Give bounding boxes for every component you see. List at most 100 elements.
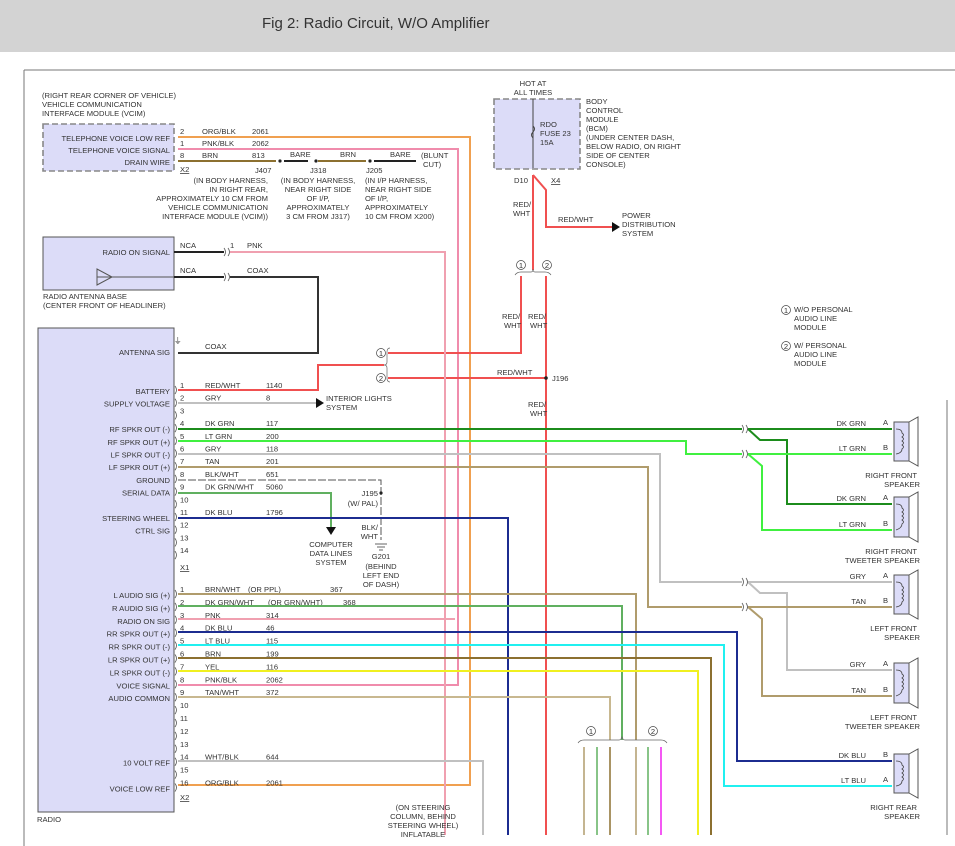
speaker-wire-b: LT GRN xyxy=(839,444,866,453)
wire-red-wht-opt1[interactable] xyxy=(388,276,522,354)
wire-tan-wht-372[interactable] xyxy=(178,696,611,740)
legend-1-number: 1 xyxy=(784,306,788,315)
wire-lt-blu-115[interactable] xyxy=(178,644,742,787)
circuit-number: 644 xyxy=(266,753,279,762)
wire-yel-116[interactable] xyxy=(178,670,699,835)
wire-red-wht-1140[interactable] xyxy=(178,364,384,391)
splice-id: J195 xyxy=(362,489,378,498)
wire-label-bare: BARE xyxy=(390,150,411,159)
wire-dk-grn-wht-5060[interactable] xyxy=(178,492,332,527)
wire-brn-wht-367[interactable] xyxy=(178,593,637,740)
coil-icon xyxy=(895,503,904,531)
svg-text:NEAR RIGHT SIDE: NEAR RIGHT SIDE xyxy=(285,185,352,194)
svg-text:INTERFACE MODULE (VCIM)): INTERFACE MODULE (VCIM)) xyxy=(162,212,268,221)
wire-pnk-radio-on[interactable] xyxy=(230,251,446,835)
wire-wht-blk-644[interactable] xyxy=(178,760,484,835)
pin-connector-icon xyxy=(174,680,177,689)
connector-icon xyxy=(741,577,748,587)
pin-connector-icon xyxy=(174,641,177,650)
wire-label: RED/ xyxy=(528,312,547,321)
x2-pin-number: 11 xyxy=(180,714,188,723)
vcim-pin-number: 8 xyxy=(180,151,184,160)
speaker-body xyxy=(893,662,910,704)
computer-data-label: DATA LINES xyxy=(310,549,353,558)
svg-text:(IN BODY HARNESS,: (IN BODY HARNESS, xyxy=(193,176,268,185)
connector-icon xyxy=(741,424,748,434)
wire-blk-wht-651[interactable] xyxy=(178,479,382,540)
circuit-number: 200 xyxy=(266,432,279,441)
wire-red-wht-power[interactable] xyxy=(532,174,612,228)
speaker-wire-a: GRY xyxy=(850,660,866,669)
coil-icon xyxy=(895,760,904,787)
speaker-pin: B xyxy=(883,519,888,528)
connector-pin: 1 xyxy=(230,241,234,250)
svg-text:(IN BODY HARNESS,: (IN BODY HARNESS, xyxy=(281,176,356,185)
x2-pin-label: RR SPKR OUT (-) xyxy=(109,643,171,652)
j407-description: (IN BODY HARNESS, IN RIGHT REAR, APPROXI… xyxy=(156,176,268,221)
wire-dk-blu-46[interactable] xyxy=(178,631,742,762)
wire-color: GRY xyxy=(205,445,221,454)
wire-org-blk-2061[interactable] xyxy=(178,136,471,786)
x2-pin-number: 16 xyxy=(180,779,188,788)
antenna-sig-label: ANTENNA SIG xyxy=(119,348,170,357)
svg-text:APPROXIMATELY: APPROXIMATELY xyxy=(365,203,428,212)
svg-text:STEERING WHEEL): STEERING WHEEL) xyxy=(388,821,459,830)
vcim-location: (RIGHT REAR CORNER OF VEHICLE) xyxy=(42,91,177,100)
speaker-name: TWEETER SPEAKER xyxy=(845,556,921,565)
pin-connector-icon xyxy=(174,500,177,509)
circuit-number: 201 xyxy=(266,457,279,466)
x2-pin-number: 8 xyxy=(180,675,184,684)
splice-note: (W/ PAL) xyxy=(348,499,379,508)
wire-color: BRN/WHT xyxy=(205,585,241,594)
wire-lt-grn-200[interactable] xyxy=(178,440,742,455)
computer-data-label: SYSTEM xyxy=(315,558,346,567)
speaker-cone-icon xyxy=(908,569,919,620)
wire-pnk-blk-2062[interactable] xyxy=(178,148,459,686)
splice-id: J318 xyxy=(310,166,326,175)
fuse-icon xyxy=(531,125,535,139)
pin-connector-icon xyxy=(174,589,177,599)
wire-color: BRN xyxy=(205,650,221,659)
circuit-number: 2061 xyxy=(266,779,283,788)
wire-brn-199[interactable] xyxy=(178,657,712,835)
pin-connector-icon xyxy=(174,436,177,446)
blunt-cut-label: CUT) xyxy=(423,160,442,169)
connector-x1: X1 xyxy=(180,563,189,572)
wire-gry-tweeter[interactable] xyxy=(747,581,892,671)
speaker-body xyxy=(893,574,910,615)
radio-module xyxy=(37,327,175,813)
x1-pin-number: 1 xyxy=(180,381,184,390)
wire-coax[interactable] xyxy=(178,276,319,354)
wire-tan-tweeter[interactable] xyxy=(747,606,892,697)
wire-dk-grn-tweeter[interactable] xyxy=(747,428,892,505)
wire-dk-grn-wht-368[interactable] xyxy=(178,605,623,740)
svg-text:INFLATABLE: INFLATABLE xyxy=(401,830,445,839)
wire-color: PNK/BLK xyxy=(205,675,237,684)
wire-tan-201[interactable] xyxy=(178,466,742,608)
wire-color: DK BLU xyxy=(205,508,232,517)
speaker-name: LEFT FRONT xyxy=(870,624,917,633)
wire-color: RED/WHT xyxy=(205,381,241,390)
pin-connector-icon xyxy=(174,628,177,637)
arrow-icon xyxy=(612,222,620,232)
x2-pin-number: 7 xyxy=(180,662,184,671)
speaker-pin: B xyxy=(883,443,888,452)
wire-gry-118[interactable] xyxy=(178,453,742,583)
vcim-pin-number: 2 xyxy=(180,127,184,136)
svg-text:(UNDER CENTER DASH,: (UNDER CENTER DASH, xyxy=(586,133,674,142)
svg-text:OF I/P,: OF I/P, xyxy=(365,194,388,203)
speaker-name: SPEAKER xyxy=(884,633,920,642)
legend-2: W/ PERSONAL AUDIO LINE MODULE xyxy=(794,341,847,368)
pin-connector-icon xyxy=(174,525,177,534)
vcim-module xyxy=(42,123,175,172)
x1-pin-number: 4 xyxy=(180,419,184,428)
wire-lt-grn-tweeter[interactable] xyxy=(747,453,892,531)
svg-text:BELOW RADIO, ON RIGHT: BELOW RADIO, ON RIGHT xyxy=(586,142,681,151)
wire-label: WHT xyxy=(513,209,531,218)
svg-text:BODY: BODY xyxy=(586,97,608,106)
wire-color: GRY xyxy=(205,394,221,403)
wire-dk-blu-1796[interactable] xyxy=(178,517,509,835)
option-2-icon xyxy=(648,726,658,736)
circuit-number: 651 xyxy=(266,470,279,479)
speaker-name: LEFT FRONT xyxy=(870,713,917,722)
